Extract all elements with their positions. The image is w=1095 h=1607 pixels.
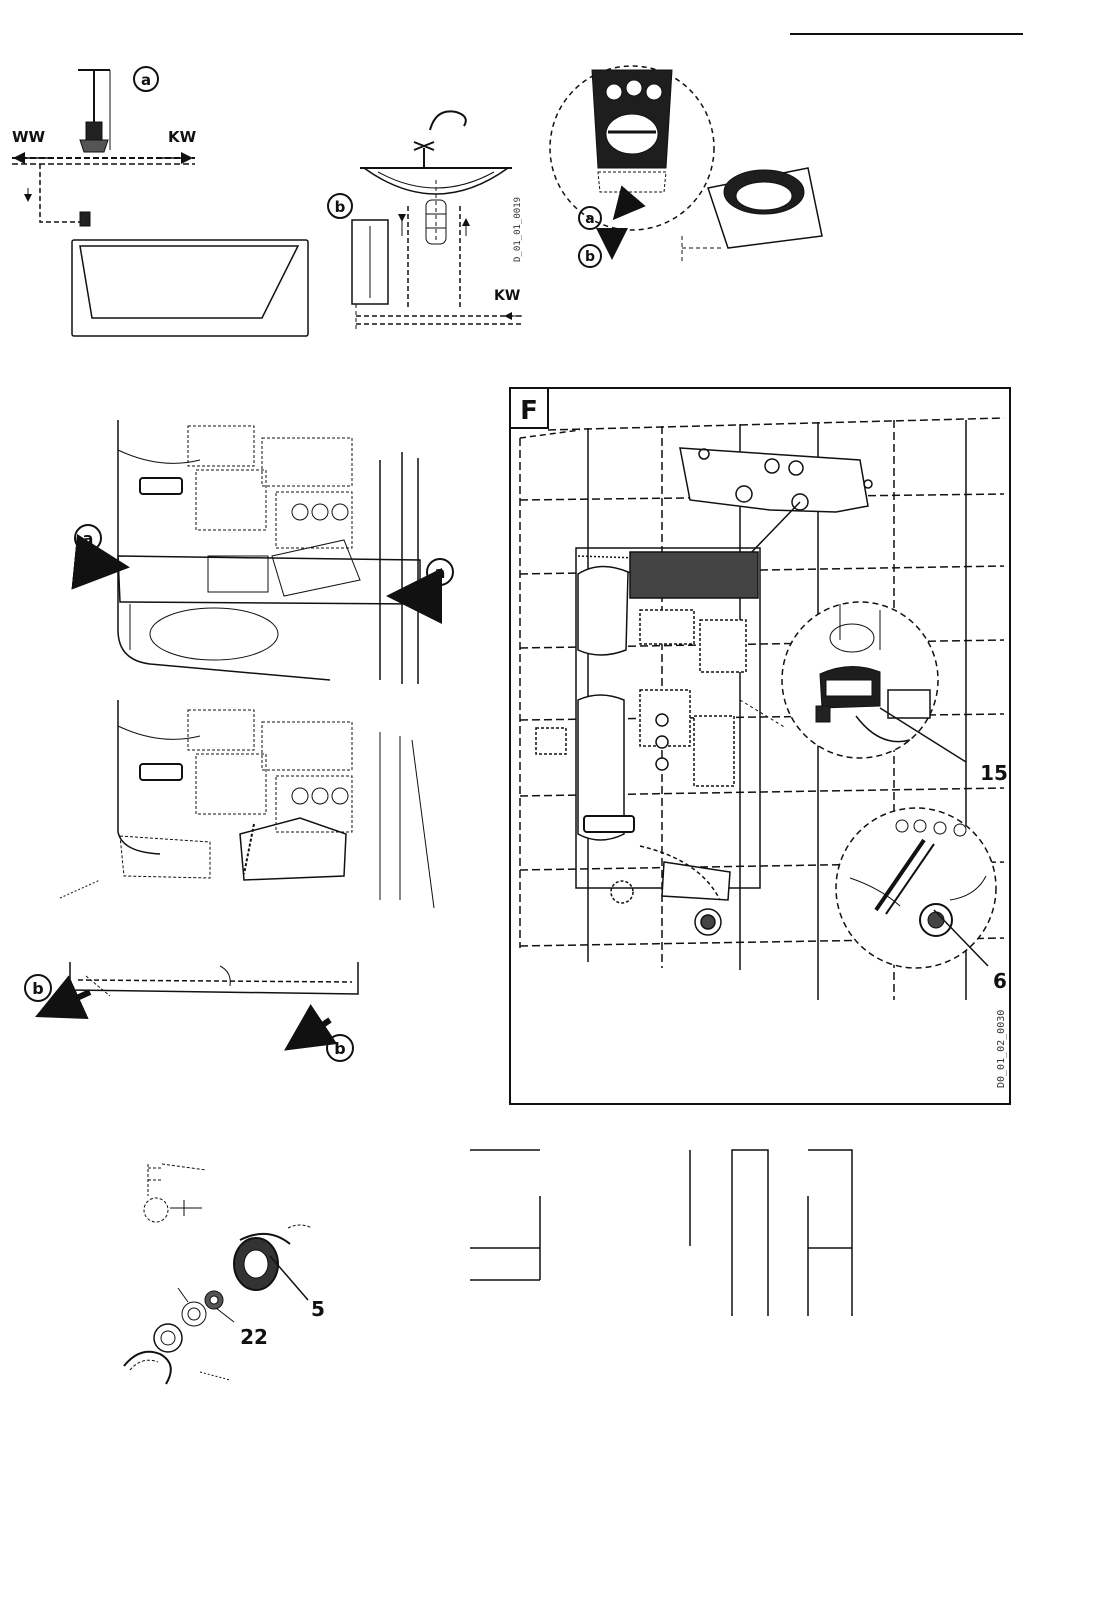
fig4-label-b-left: b <box>24 974 52 1002</box>
detail-callout-upper <box>739 601 967 763</box>
callout-5: 5 <box>311 1297 325 1321</box>
callout-22: 22 <box>240 1325 268 1349</box>
fig-washbasin <box>351 110 522 330</box>
figure-f-code: D0_01_02_0030 <box>996 1010 1007 1088</box>
fig-internals-clips <box>71 420 442 684</box>
fig3-label-b: b <box>578 244 602 268</box>
fig-cover-removal <box>549 65 823 264</box>
svg-text:a: a <box>141 71 151 89</box>
callout-15: 15 <box>980 761 1008 785</box>
figure-f-frame <box>509 387 1011 1105</box>
fig-bathtub <box>12 69 309 337</box>
svg-text:a: a <box>83 529 94 548</box>
callout-6: 6 <box>993 969 1007 993</box>
fig4-label-a-left: a <box>74 524 102 552</box>
fig-fittings <box>123 1163 313 1385</box>
fig-bottom-cover <box>35 962 359 1051</box>
svg-text:b: b <box>585 249 595 265</box>
fig4-label-b-right: b <box>326 1034 354 1062</box>
svg-text:b: b <box>334 1039 345 1058</box>
svg-text:a: a <box>585 211 594 227</box>
fig2-label-b: b <box>327 193 353 219</box>
heater-unit <box>535 547 761 936</box>
kw-label-1: KW <box>168 128 197 146</box>
ww-label: WW <box>12 128 46 146</box>
svg-text:a: a <box>435 563 446 582</box>
detail-callout-lower <box>835 807 997 969</box>
svg-text:b: b <box>335 198 346 216</box>
fig2-code: D_01_01_0019 <box>513 197 523 262</box>
fig3-label-a: a <box>578 206 602 230</box>
mounting-bracket <box>679 447 873 559</box>
fig4-label-a-right: a <box>426 558 454 586</box>
figure-f-title: F <box>520 396 538 426</box>
kw-label-2: KW <box>494 288 520 304</box>
fig1-label-a: a <box>133 66 159 92</box>
layout-lines <box>470 1149 853 1316</box>
fig-internals-open <box>59 700 435 909</box>
svg-text:b: b <box>32 979 43 998</box>
